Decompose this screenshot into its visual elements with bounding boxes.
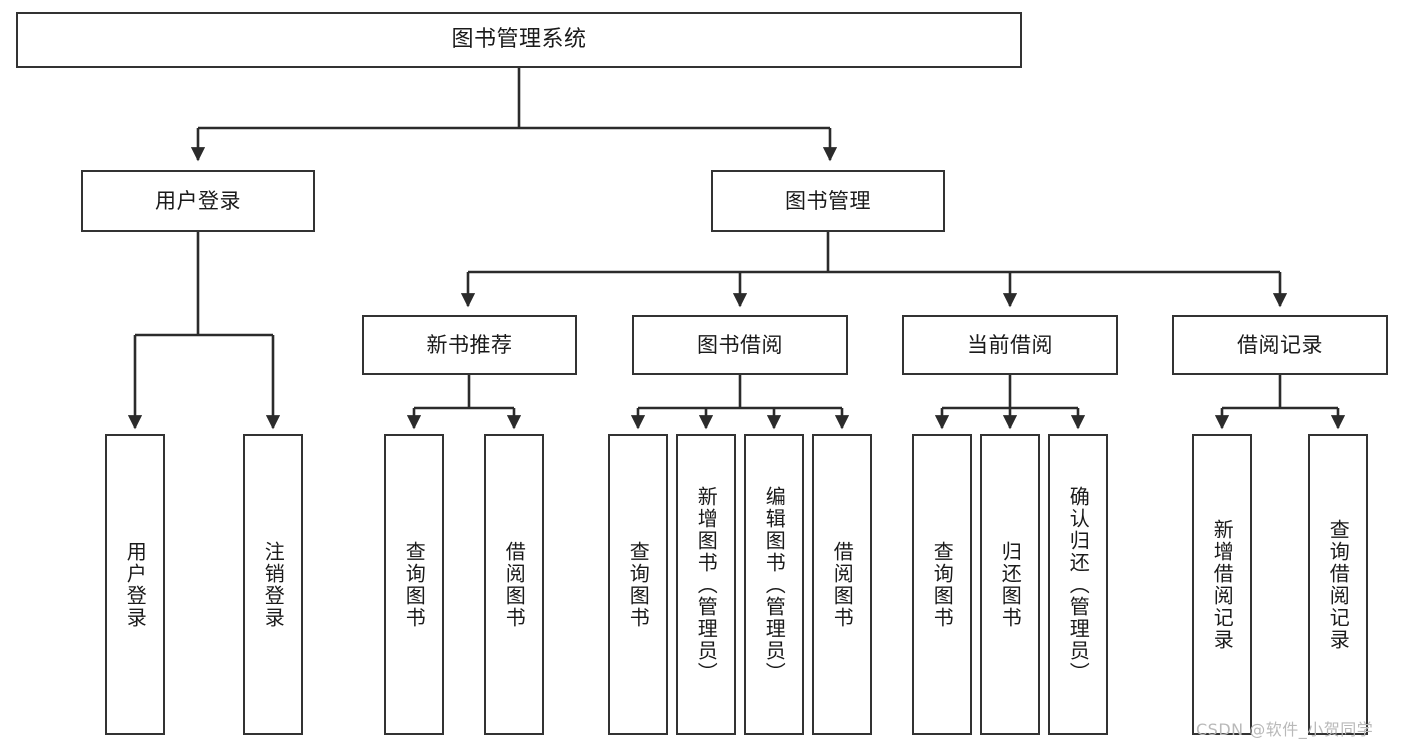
leaf-borrow-add-book-admin[interactable]: 新增图书（管理员） bbox=[676, 434, 736, 735]
node-label: 查询图书 bbox=[402, 540, 427, 629]
node-current-borrow[interactable]: 当前借阅 bbox=[902, 315, 1118, 375]
node-label: 确认归还（管理员） bbox=[1066, 485, 1091, 684]
node-label: 查询借阅记录 bbox=[1326, 518, 1351, 651]
node-user-login[interactable]: 用户登录 bbox=[81, 170, 315, 232]
node-book-borrow[interactable]: 图书借阅 bbox=[632, 315, 848, 375]
node-label: 当前借阅 bbox=[967, 332, 1053, 357]
node-label: 归还图书 bbox=[998, 540, 1023, 629]
node-book-management[interactable]: 图书管理 bbox=[711, 170, 945, 232]
node-label: 用户登录 bbox=[155, 188, 241, 213]
leaf-user-login-logout[interactable]: 注销登录 bbox=[243, 434, 303, 735]
leaf-recommend-borrow-book[interactable]: 借阅图书 bbox=[484, 434, 544, 735]
node-label: 查询图书 bbox=[626, 540, 651, 629]
node-borrow-record[interactable]: 借阅记录 bbox=[1172, 315, 1388, 375]
node-new-book-recommend[interactable]: 新书推荐 bbox=[362, 315, 577, 375]
leaf-borrow-borrow-book[interactable]: 借阅图书 bbox=[812, 434, 872, 735]
leaf-current-return-book[interactable]: 归还图书 bbox=[980, 434, 1040, 735]
leaf-recommend-query-book[interactable]: 查询图书 bbox=[384, 434, 444, 735]
node-label: 借阅图书 bbox=[830, 540, 855, 629]
leaf-record-add-record[interactable]: 新增借阅记录 bbox=[1192, 434, 1252, 735]
leaf-current-confirm-return-admin[interactable]: 确认归还（管理员） bbox=[1048, 434, 1108, 735]
node-label: 图书管理系统 bbox=[451, 27, 587, 53]
node-label: 图书借阅 bbox=[697, 332, 783, 357]
node-root-system[interactable]: 图书管理系统 bbox=[16, 12, 1022, 68]
node-label: 新增借阅记录 bbox=[1210, 518, 1235, 651]
node-label: 用户登录 bbox=[123, 540, 148, 629]
node-label: 新书推荐 bbox=[426, 332, 513, 357]
node-label: 查询图书 bbox=[930, 540, 955, 629]
node-label: 注销登录 bbox=[261, 540, 286, 629]
leaf-current-query-book[interactable]: 查询图书 bbox=[912, 434, 972, 735]
node-label: 编辑图书（管理员） bbox=[762, 485, 787, 684]
leaf-user-login-login[interactable]: 用户登录 bbox=[105, 434, 165, 735]
node-label: 新增图书（管理员） bbox=[694, 485, 719, 684]
node-label: 借阅记录 bbox=[1237, 332, 1323, 357]
leaf-borrow-edit-book-admin[interactable]: 编辑图书（管理员） bbox=[744, 434, 804, 735]
node-label: 图书管理 bbox=[785, 188, 871, 213]
node-label: 借阅图书 bbox=[502, 540, 527, 629]
watermark-text: CSDN @软件_小贺同学 bbox=[1196, 720, 1374, 739]
leaf-record-query-record[interactable]: 查询借阅记录 bbox=[1308, 434, 1368, 735]
leaf-borrow-query-book[interactable]: 查询图书 bbox=[608, 434, 668, 735]
